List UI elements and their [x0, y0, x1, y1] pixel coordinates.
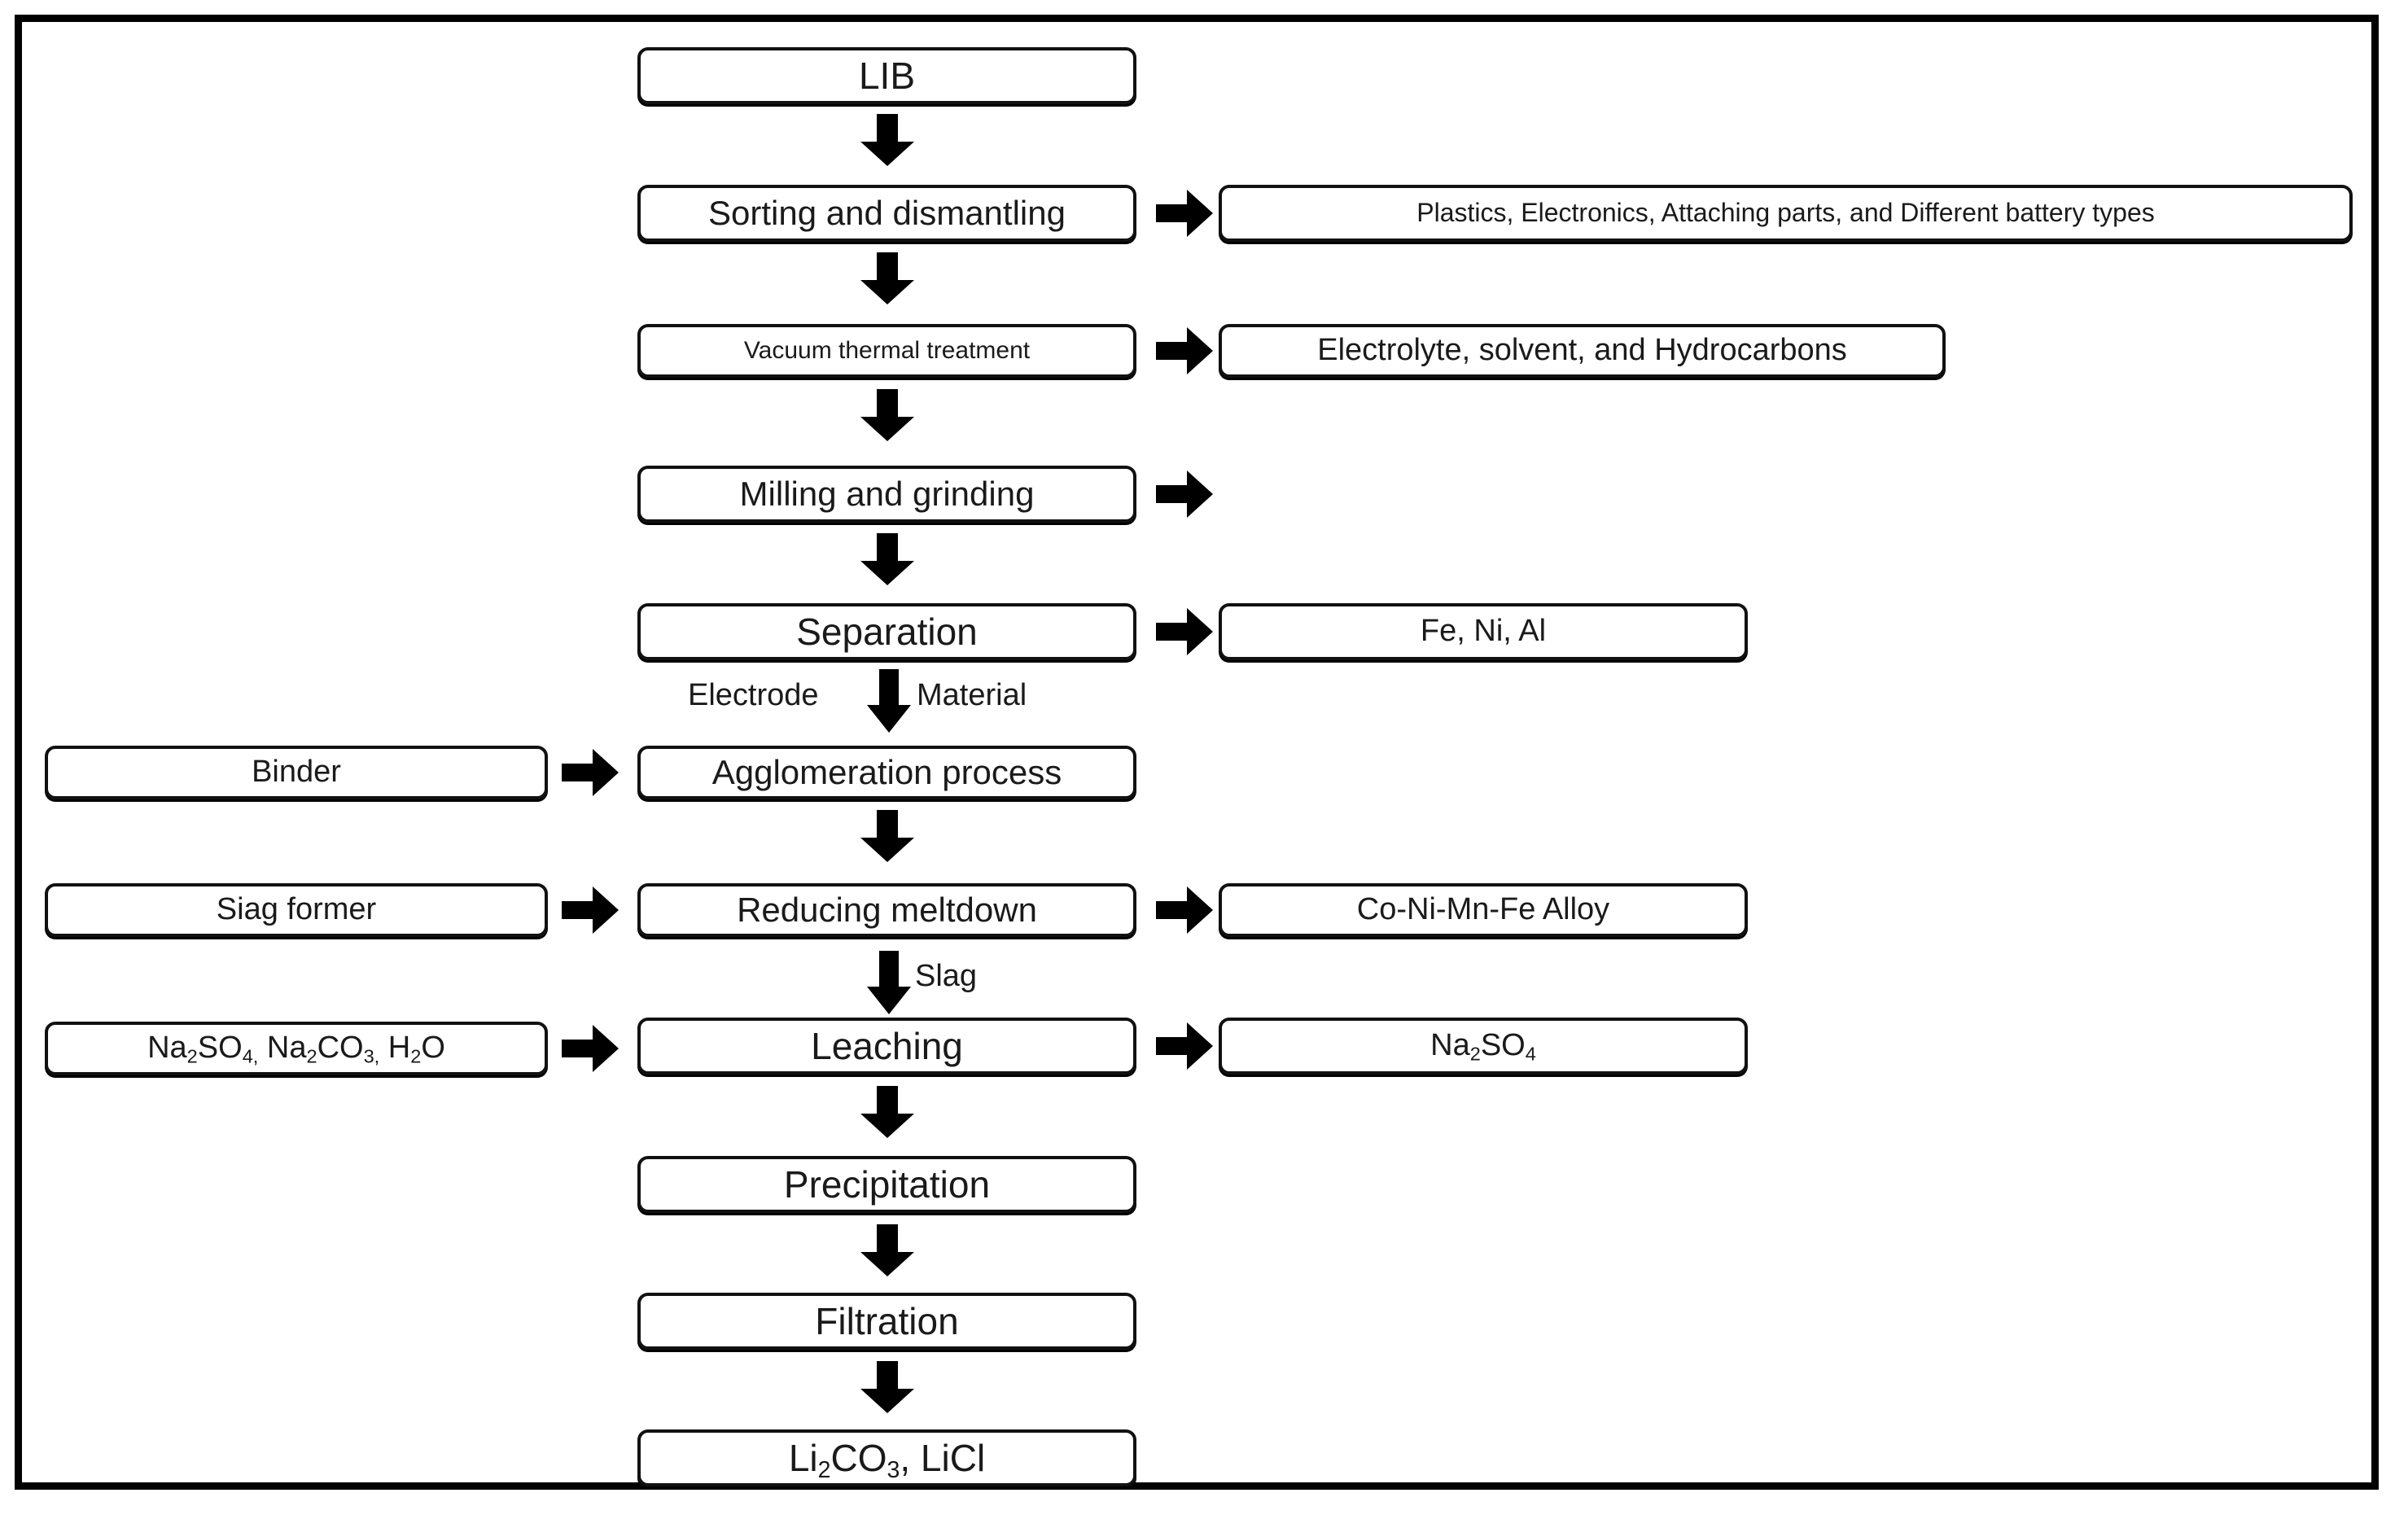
arrow-down-leaching-to-precipitation — [859, 1086, 916, 1140]
arrow-right-separation-to-output — [1156, 608, 1215, 657]
node-filtration-label: Filtration — [815, 1299, 959, 1342]
arrow-down-agglomeration-to-reducing — [859, 810, 916, 864]
figure-outer-border — [15, 15, 2379, 1490]
arrow-right-reducing-to-output — [1156, 886, 1215, 935]
arrow-down-vacuum-to-milling — [859, 389, 916, 443]
node-slagformer-label: Siag former — [216, 892, 377, 927]
node-reducing-label: Reducing meltdown — [737, 890, 1037, 929]
node-leaching[interactable]: Leaching — [637, 1018, 1136, 1075]
node-sorting-output[interactable]: Plastics, Electronics, Attaching parts, … — [1219, 185, 2353, 242]
edge-label-slag: Slag — [915, 959, 978, 993]
arrow-down-reducing-to-leaching — [865, 951, 913, 1016]
node-vacuum-thermal-treatment[interactable]: Vacuum thermal treatment — [637, 324, 1136, 378]
node-products-label: Li2CO3, LiCl — [788, 1436, 986, 1483]
node-vacuum-output-label: Electrolyte, solvent, and Hydrocarbons — [1317, 333, 1847, 368]
arrow-down-filtration-to-products — [859, 1361, 916, 1415]
arrow-down-milling-to-separation — [859, 533, 916, 587]
node-reducing-meltdown[interactable]: Reducing meltdown — [637, 883, 1136, 937]
node-precipitation[interactable]: Precipitation — [637, 1156, 1136, 1213]
node-reducing-output-label: Co-Ni-Mn-Fe Alloy — [1356, 892, 1610, 927]
arrow-right-slagformer-to-reducing — [562, 886, 620, 935]
arrow-right-leaching-to-output — [1156, 1022, 1215, 1071]
edge-label-material: Material — [917, 678, 1027, 712]
node-slagformer-input[interactable]: Siag former — [45, 883, 548, 937]
node-reagents-label: Na2SO4, Na2CO3, H2O — [147, 1031, 445, 1067]
arrow-right-sorting-to-output — [1156, 190, 1215, 239]
node-sorting-label: Sorting and dismantling — [708, 193, 1066, 232]
arrow-right-vacuum-to-output — [1156, 327, 1215, 376]
node-separation-label: Separation — [796, 610, 978, 653]
node-milling-label: Milling and grinding — [739, 474, 1035, 513]
node-filtration[interactable]: Filtration — [637, 1293, 1136, 1350]
node-agglomeration-process[interactable]: Agglomeration process — [637, 746, 1136, 799]
arrow-down-separation-to-agglomeration — [865, 669, 913, 734]
edge-label-electrode: Electrode — [688, 678, 819, 712]
node-leaching-label: Leaching — [811, 1024, 963, 1067]
node-binder-input[interactable]: Binder — [45, 746, 548, 799]
node-products[interactable]: Li2CO3, LiCl — [637, 1429, 1136, 1486]
arrow-down-sorting-to-vacuum — [859, 252, 916, 306]
node-precipitation-label: Precipitation — [783, 1162, 991, 1206]
node-vacuum-label: Vacuum thermal treatment — [743, 337, 1031, 365]
node-separation[interactable]: Separation — [637, 603, 1136, 660]
arrow-right-reagents-to-leaching — [562, 1025, 620, 1074]
node-sorting-output-label: Plastics, Electronics, Attaching parts, … — [1416, 198, 2155, 228]
node-leaching-output[interactable]: Na2SO4 — [1219, 1018, 1748, 1075]
arrow-down-precipitation-to-filtration — [859, 1224, 916, 1278]
node-vacuum-output[interactable]: Electrolyte, solvent, and Hydrocarbons — [1219, 324, 1946, 378]
node-binder-label: Binder — [252, 755, 341, 790]
node-leaching-output-label: Na2SO4 — [1430, 1028, 1536, 1065]
node-reducing-output[interactable]: Co-Ni-Mn-Fe Alloy — [1219, 883, 1748, 937]
node-milling-and-grinding[interactable]: Milling and grinding — [637, 466, 1136, 523]
arrow-right-milling-open — [1156, 471, 1215, 519]
node-lib[interactable]: LIB — [637, 47, 1136, 104]
arrow-right-binder-to-agglomeration — [562, 749, 620, 798]
node-reagents-input[interactable]: Na2SO4, Na2CO3, H2O — [45, 1022, 548, 1075]
node-agglomeration-label: Agglomeration process — [711, 752, 1062, 791]
node-sorting-and-dismantling[interactable]: Sorting and dismantling — [637, 185, 1136, 242]
arrow-down-lib-to-sorting — [859, 114, 916, 168]
node-lib-label: LIB — [858, 54, 916, 97]
node-separation-output[interactable]: Fe, Ni, Al — [1219, 603, 1748, 660]
node-separation-output-label: Fe, Ni, Al — [1420, 614, 1547, 649]
